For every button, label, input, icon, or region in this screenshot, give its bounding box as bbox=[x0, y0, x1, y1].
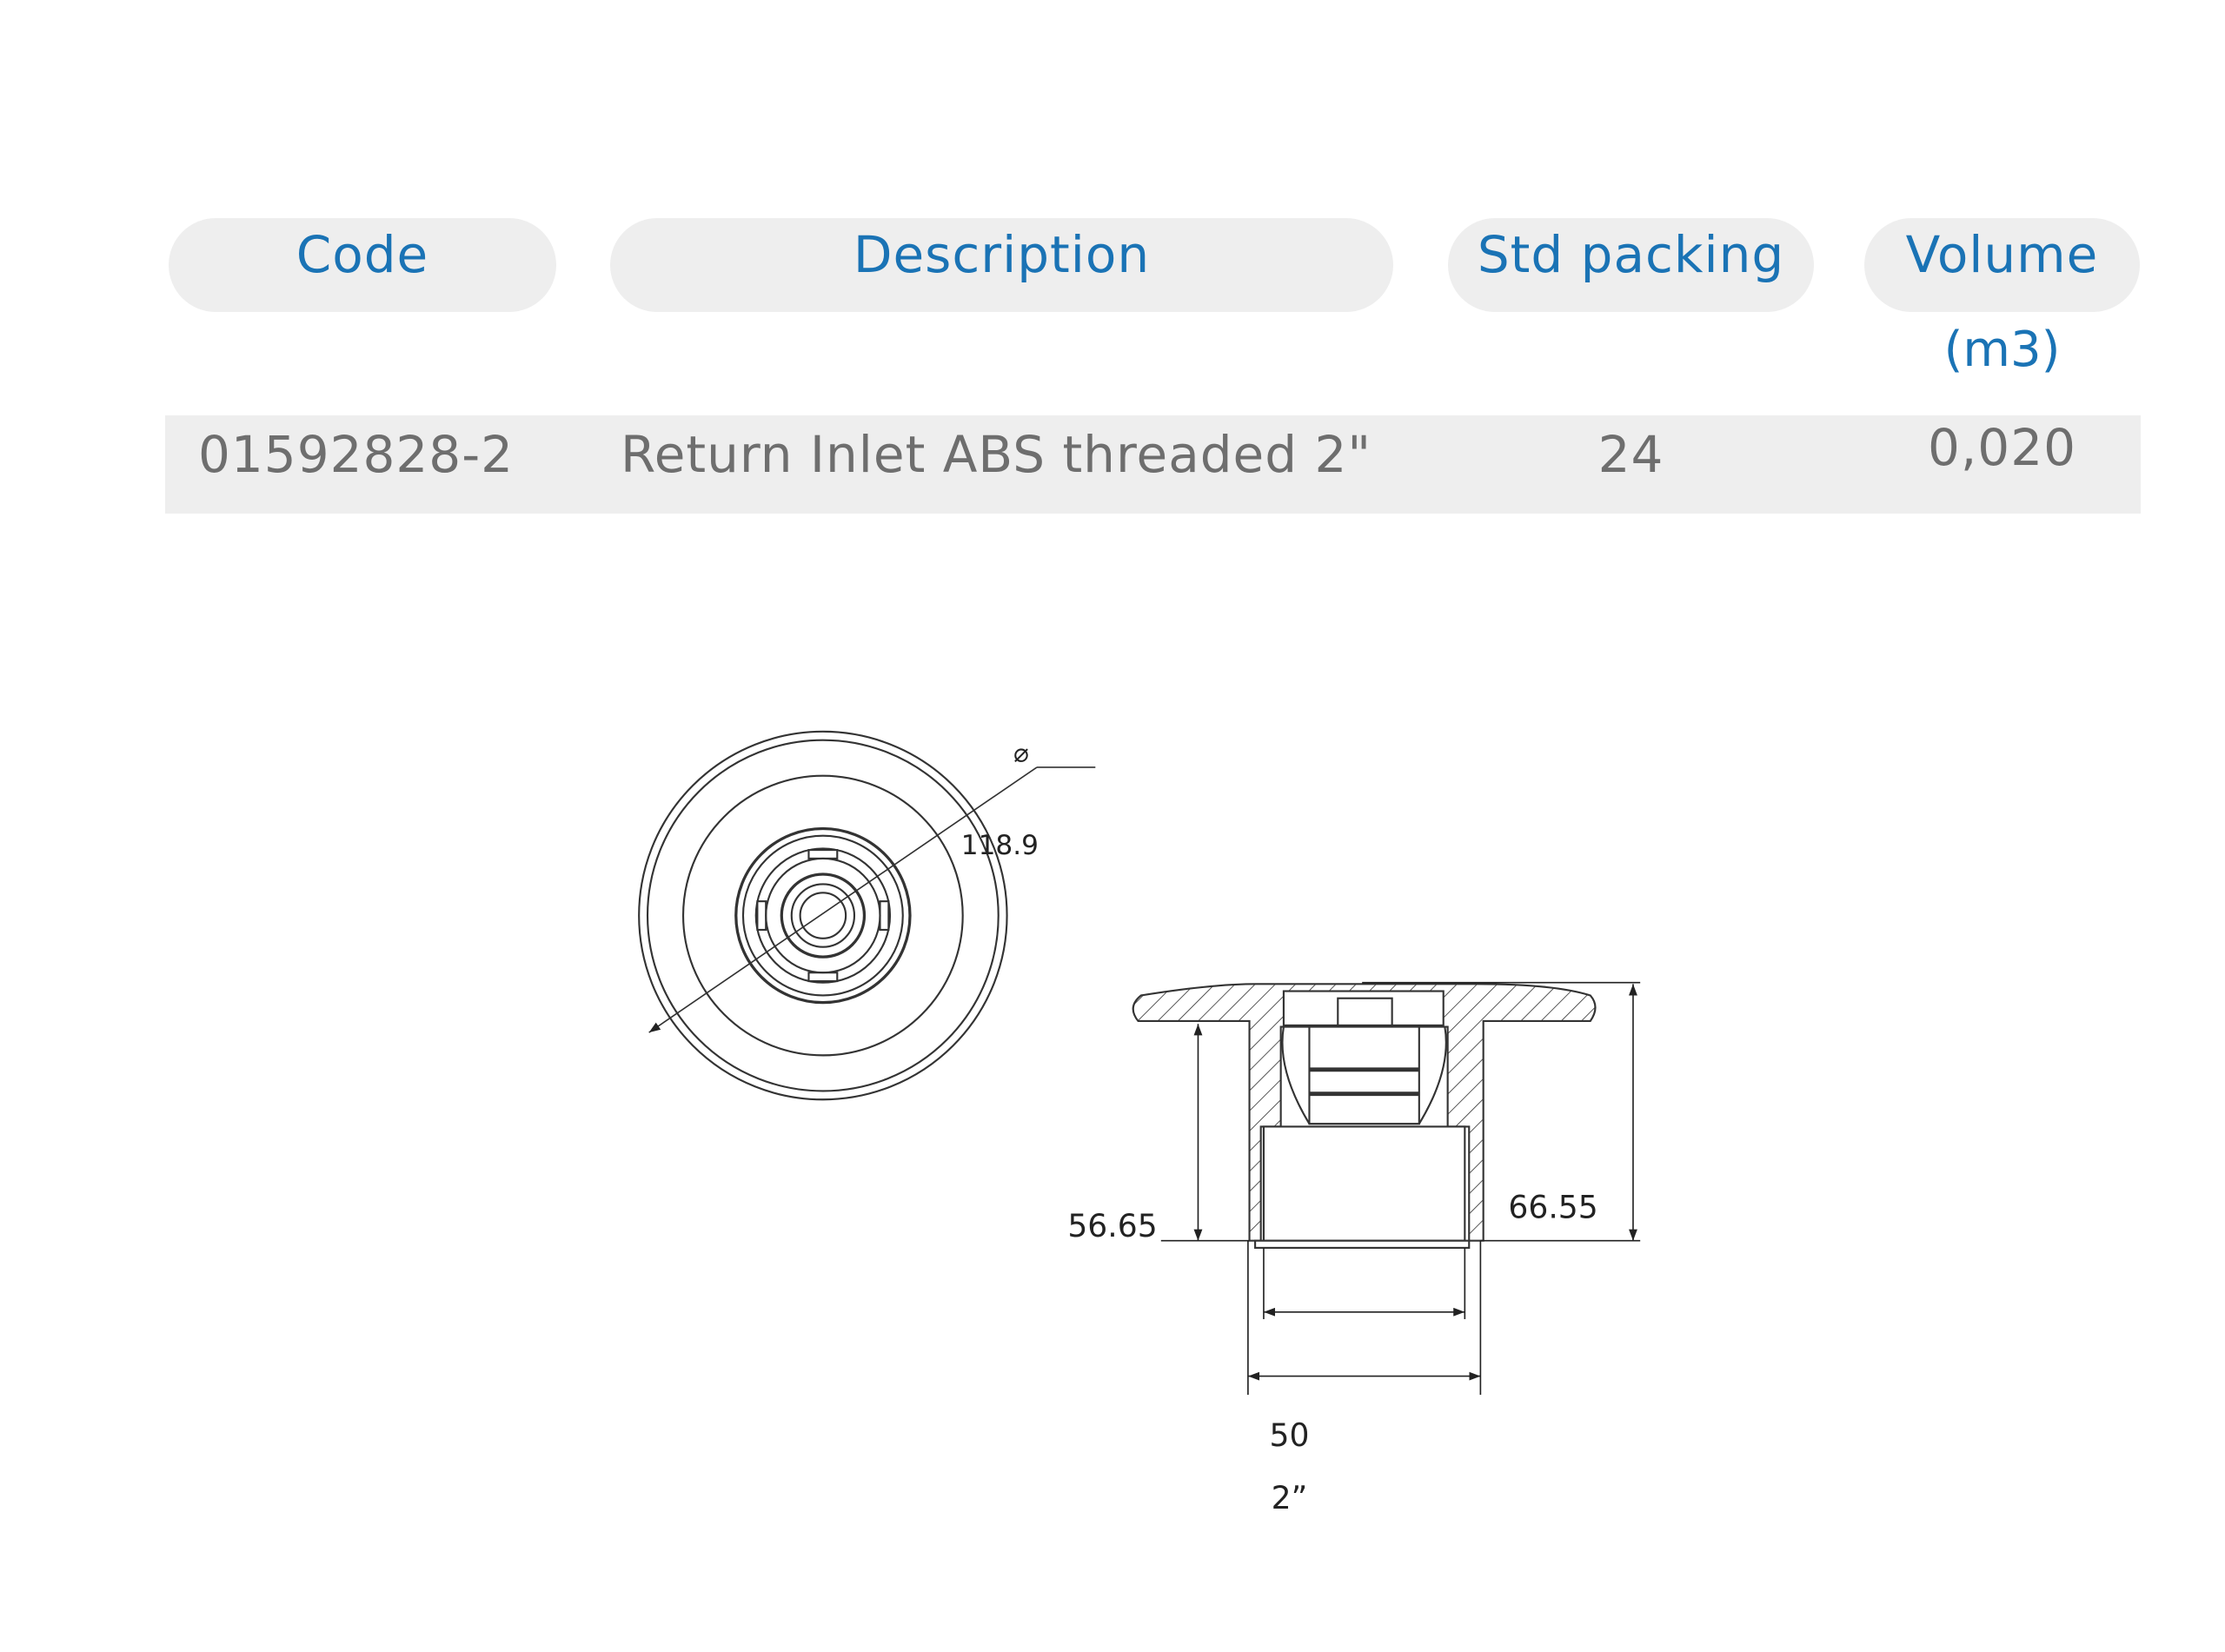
cell-volume: 0,020 bbox=[1927, 418, 2077, 477]
cell-description: Return Inlet ABS threaded 2" bbox=[621, 425, 1372, 484]
table-row bbox=[165, 415, 2141, 514]
header-description: Description bbox=[610, 218, 1393, 312]
width-mm-label: 50 bbox=[1270, 1416, 1310, 1454]
header-std-packing: Std packing bbox=[1448, 218, 1814, 312]
front-view bbox=[638, 730, 1096, 1101]
right-height-label: 66.55 bbox=[1508, 1188, 1597, 1225]
diameter-symbol: ⌀ bbox=[1013, 738, 1029, 767]
header-volume: Volume bbox=[1864, 218, 2140, 312]
header-code: Code bbox=[169, 218, 556, 312]
header-std-packing-label: Std packing bbox=[1477, 225, 1785, 284]
dimension-lines bbox=[1160, 981, 1641, 1395]
header-description-label: Description bbox=[853, 225, 1151, 284]
cell-code: 01592828-2 bbox=[198, 425, 515, 484]
header-volume-label: Volume bbox=[1905, 225, 2099, 284]
cell-std-packing: 24 bbox=[1597, 425, 1664, 484]
header-volume-unit: (m3) bbox=[1943, 322, 2061, 378]
width-inch-label: 2” bbox=[1272, 1479, 1308, 1516]
left-height-label: 56.65 bbox=[1067, 1207, 1157, 1244]
side-view bbox=[1132, 983, 1597, 1249]
header-code-label: Code bbox=[296, 225, 429, 284]
diameter-value: 118.9 bbox=[961, 830, 1039, 861]
